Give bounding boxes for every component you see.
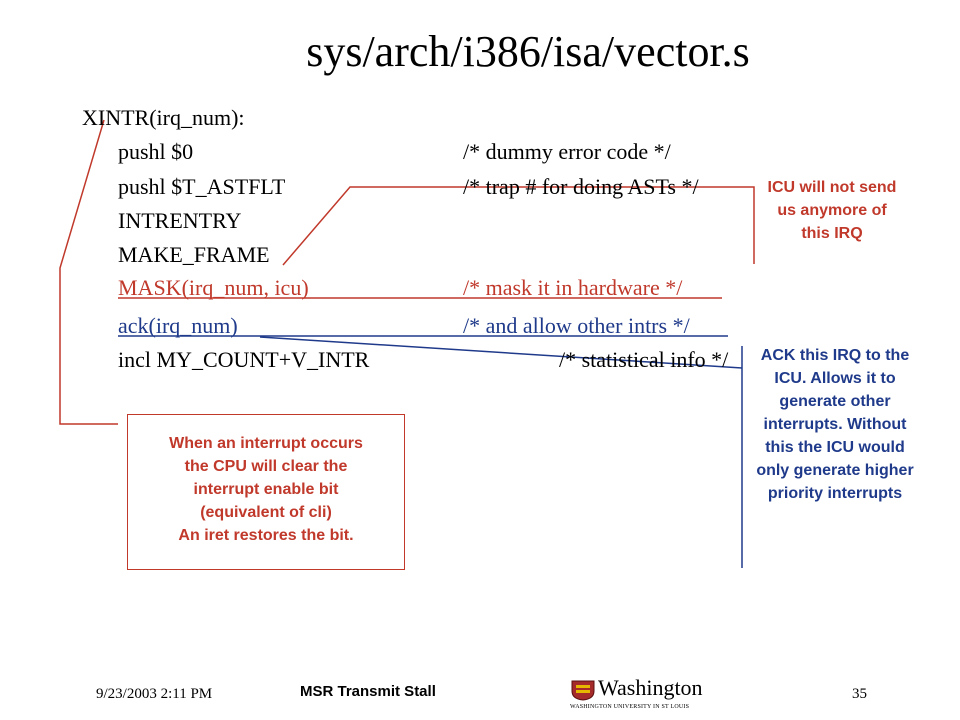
code-line-2-right: /* trap # for doing ASTs */ bbox=[463, 174, 699, 199]
logo-subtext: WASHINGTON UNIVERSITY IN ST LOUIS bbox=[570, 704, 690, 710]
interrupt-note-line-5: An iret restores the bit. bbox=[178, 527, 354, 544]
code-line-5-left: MASK(irq_num, icu) bbox=[118, 275, 309, 300]
icu-callout-line bbox=[282, 186, 755, 266]
page-number: 35 bbox=[852, 686, 867, 702]
interrupt-note-line-3: interrupt enable bit bbox=[193, 481, 339, 498]
footer-title: MSR Transmit Stall bbox=[300, 683, 436, 700]
code-line-5-right: /* mask it in hardware */ bbox=[463, 275, 683, 300]
footer-date: 9/23/2003 2:11 PM bbox=[96, 686, 213, 702]
code-header: XINTR(irq_num): bbox=[82, 105, 245, 130]
code-line-7-left: incl MY_COUNT+V_INTR bbox=[118, 347, 370, 372]
interrupt-note-box: When an interrupt occurs the CPU will cl… bbox=[127, 414, 405, 570]
code-line-7-right: /* statistical info */ bbox=[559, 347, 729, 372]
code-line-1-right: /* dummy error code */ bbox=[463, 139, 671, 164]
logo-wordmark: Washington bbox=[598, 675, 703, 700]
code-line-4-left: MAKE_FRAME bbox=[118, 242, 270, 267]
icu-callout-text: ICU will not send us anymore of this IRQ bbox=[767, 179, 897, 242]
xintr-callout-line bbox=[59, 119, 118, 425]
code-line-3-left: INTRENTRY bbox=[118, 208, 242, 233]
university-shield-icon bbox=[571, 680, 595, 701]
university-logo: Washington WASHINGTON UNIVERSITY IN ST L… bbox=[568, 675, 718, 715]
code-line-6-right: /* and allow other intrs */ bbox=[463, 313, 690, 338]
code-line-1-left: pushl $0 bbox=[118, 139, 194, 164]
code-line-2-left: pushl $T_ASTFLT bbox=[118, 174, 286, 199]
code-line-6-left: ack(irq_num) bbox=[118, 313, 238, 338]
interrupt-note-line-2: the CPU will clear the bbox=[184, 458, 348, 475]
ack-callout-text: ACK this IRQ to the ICU. Allows it to ge… bbox=[756, 347, 914, 502]
interrupt-note-line-4: (equivalent of cli) bbox=[200, 504, 332, 521]
interrupt-note-line-1: When an interrupt occurs bbox=[169, 435, 363, 452]
ack-connector-line bbox=[259, 336, 743, 369]
slide-title: sys/arch/i386/isa/vector.s bbox=[306, 27, 750, 76]
